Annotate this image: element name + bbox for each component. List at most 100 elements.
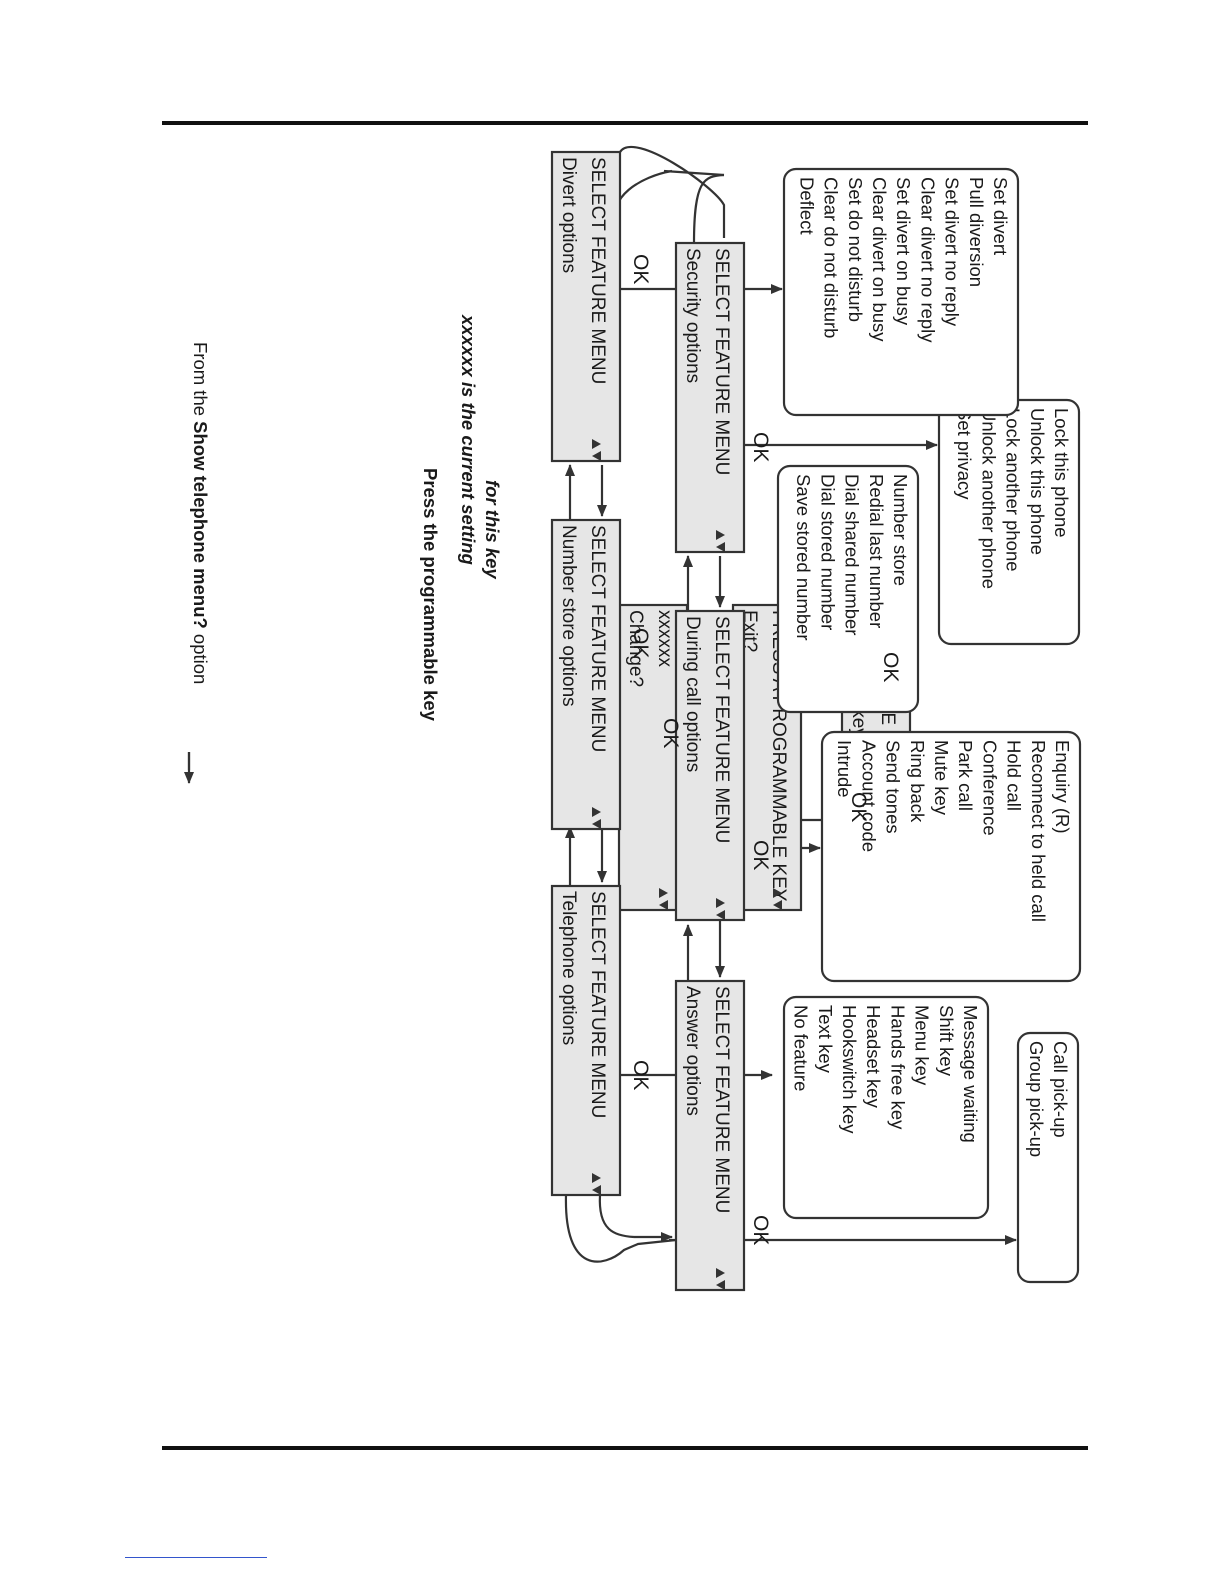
intro-note: From the Show telephone menu? option <box>190 342 211 684</box>
scroll-down-icon <box>716 910 725 920</box>
option-item: Unlock another phone <box>978 408 999 589</box>
option-item: Lock this phone <box>1051 408 1072 538</box>
option-item: Dial shared number <box>842 474 863 635</box>
option-list-during-call-frame <box>820 730 1082 983</box>
scroll-down-icon <box>592 451 601 461</box>
screen-telephone-options-prompt: Telephone options <box>558 891 579 1045</box>
scroll-down-icon <box>592 1185 601 1195</box>
scroll-down-icon <box>659 900 668 910</box>
wrap-security-to-divert <box>692 173 725 244</box>
screen-number-store-options-frame <box>550 518 622 831</box>
ok-label-during-call-options: OK <box>749 840 772 870</box>
scroll-up-icon <box>592 807 601 817</box>
top-rule <box>162 121 1088 125</box>
screen-number-store-options: SELECT FEATURE MENU Number store options <box>550 518 622 831</box>
screen-during-call-options: SELECT FEATURE MENU During call options <box>674 609 746 922</box>
option-item: Intrude <box>834 740 855 798</box>
wrap-divert-loop <box>619 145 726 238</box>
scroll-down-icon <box>716 542 725 552</box>
option-item: Lock another phone <box>1003 408 1024 572</box>
screen-during-call-options-title: SELECT FEATURE MENU <box>711 616 732 843</box>
option-item: Call pick-up <box>1050 1041 1071 1138</box>
wrap-security-arrow <box>663 169 725 177</box>
screen-divert-options: SELECT FEATURE MENU Divert options <box>550 150 622 463</box>
screen-number-store-options-title: SELECT FEATURE MENU <box>587 525 608 752</box>
scroll-up-icon <box>659 888 668 898</box>
screen-divert-options-prompt: Divert options <box>558 157 579 273</box>
screen-telephone-options-frame <box>550 884 622 1197</box>
scroll-down-icon <box>773 900 782 910</box>
option-item: Set divert no reply <box>942 177 963 327</box>
ok-label-numberstore-options: OK <box>629 628 652 658</box>
option-item: Headset key <box>863 1005 884 1109</box>
scroll-down-icon <box>592 819 601 829</box>
option-item: Number store <box>890 474 911 586</box>
ok-label-telephone-options: OK <box>629 1060 652 1090</box>
ok-label-change: OK <box>659 718 682 748</box>
scroll-up-icon <box>773 888 782 898</box>
screen-security-options-prompt: Security options <box>682 248 703 383</box>
scroll-up-icon <box>716 1268 725 1278</box>
option-item: Set divert <box>990 177 1011 255</box>
screen-divert-options-frame <box>550 150 622 463</box>
screen-answer-options-title: SELECT FEATURE MENU <box>711 986 732 1213</box>
ok-answer-to-list <box>705 1235 1017 1290</box>
screen-during-call-options-prompt: During call options <box>682 616 703 772</box>
option-item: Park call <box>955 740 976 811</box>
option-item: Account code <box>858 740 879 852</box>
option-list-answer-frame <box>1016 1031 1080 1284</box>
option-item: Save stored number <box>793 474 814 641</box>
wrap-telephone-stub <box>598 1194 635 1239</box>
option-item: Reconnect to held call <box>1028 740 1049 922</box>
ok-label-divert-options: OK <box>629 254 652 284</box>
screen-number-store-options-prompt: Number store options <box>558 525 579 707</box>
option-item: Pull diversion <box>966 177 987 287</box>
intro-emph: Show telephone menu? <box>190 421 211 629</box>
screen-change-title: xxxxxx <box>654 610 675 668</box>
screen-security-options-frame <box>674 241 746 554</box>
option-item: Send tones <box>883 740 904 834</box>
option-item: Set do not disturb <box>845 177 866 322</box>
option-item: Conference <box>979 740 1000 836</box>
option-list-telephone-frame <box>782 995 990 1220</box>
wrap-telephone-to-answer <box>564 1194 677 1263</box>
screen-divert-options-title: SELECT FEATURE MENU <box>587 157 608 384</box>
bottom-rule <box>162 1446 1088 1450</box>
option-item: Hands free key <box>887 1005 908 1130</box>
footer-link-underline <box>125 1557 267 1558</box>
option-item: Dial stored number <box>817 474 838 630</box>
scroll-up-icon <box>716 898 725 908</box>
option-item: Message waiting <box>960 1005 981 1143</box>
option-item: Set privacy <box>954 408 975 500</box>
option-item: Shift key <box>936 1005 957 1077</box>
option-item: Mute key <box>931 740 952 816</box>
option-item: Clear do not disturb <box>821 177 842 338</box>
screen-answer-options-prompt: Answer options <box>682 986 703 1116</box>
option-item: Clear divert on busy <box>869 177 890 342</box>
ok-label-security-options: OK <box>749 432 772 462</box>
ok-label-answer-options: OK <box>749 1215 772 1245</box>
ok-label-telephone-menu: OK <box>879 652 902 682</box>
ok-label-press-key-exit: OK <box>847 792 870 822</box>
current-setting-note-line2: for this key <box>482 480 503 580</box>
intro-from: From the <box>190 342 211 421</box>
screen-security-options-title: SELECT FEATURE MENU <box>711 248 732 475</box>
option-list-divert-frame <box>782 167 1020 417</box>
option-item: Redial last number <box>866 474 887 628</box>
scroll-up-icon <box>592 1173 601 1183</box>
option-item: Menu key <box>912 1005 933 1086</box>
option-item: Deflect <box>796 177 817 235</box>
option-item: Clear divert no reply <box>917 177 938 343</box>
screen-change-prompt: Change? <box>625 610 646 687</box>
scroll-up-icon <box>592 439 601 449</box>
scroll-up-icon <box>716 530 725 540</box>
